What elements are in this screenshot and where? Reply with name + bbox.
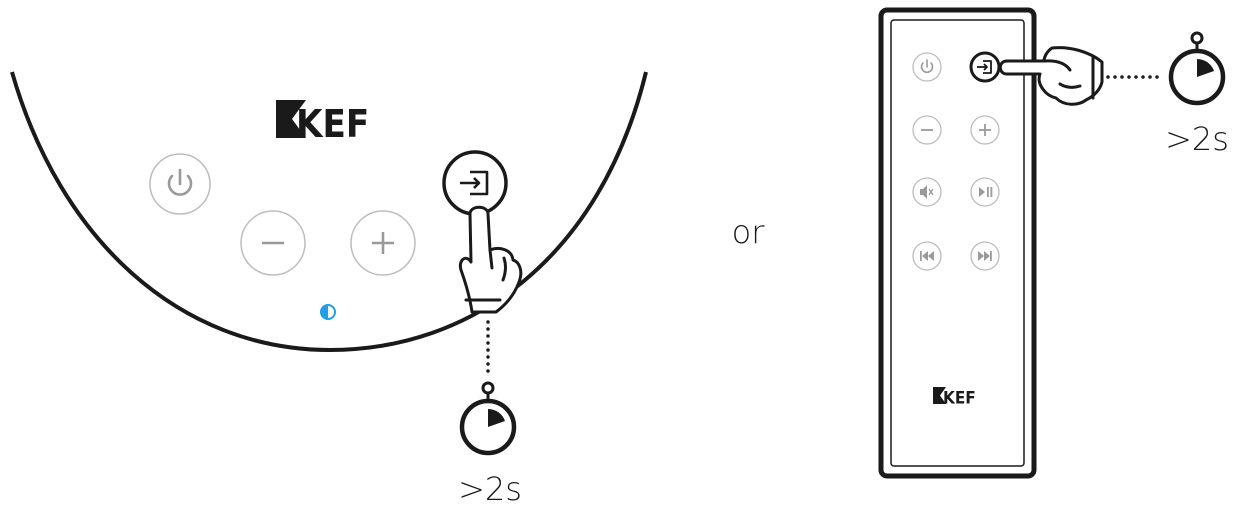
kef-logo: KEF: [276, 100, 369, 146]
play-pause-icon: [979, 187, 993, 197]
remote-play-pause-button[interactable]: [970, 177, 1000, 207]
remote-power-button[interactable]: [912, 52, 942, 82]
speaker-body-outline: [10, 71, 648, 353]
remote-control: KEF: [878, 7, 1037, 479]
power-icon: [167, 168, 193, 196]
hold-duration-label: >2s: [458, 470, 522, 508]
status-led: [320, 304, 336, 320]
remote-previous-button[interactable]: [912, 241, 942, 271]
pointing-hand-icon: [998, 46, 1104, 106]
volume-up-button[interactable]: [350, 210, 416, 276]
plus-icon: [372, 232, 394, 254]
remote-mute-button[interactable]: [912, 177, 942, 207]
source-button[interactable]: [442, 150, 508, 216]
remote-next-button[interactable]: [970, 241, 1000, 271]
stopwatch-icon: [1168, 31, 1226, 106]
remote-source-button[interactable]: [969, 51, 1001, 83]
previous-track-icon: [920, 251, 934, 261]
remote-kef-logo: KEF: [933, 387, 976, 409]
remote-volume-up-button[interactable]: [970, 115, 1000, 145]
source-input-icon: [977, 60, 992, 74]
half-circle-led-icon: [321, 305, 328, 319]
volume-down-button[interactable]: [240, 210, 306, 276]
or-separator: or: [732, 213, 766, 251]
kef-logo-text: KEF: [296, 102, 369, 146]
source-input-icon: [460, 170, 489, 196]
remote-kef-logo-text: KEF: [943, 389, 976, 409]
power-button[interactable]: [149, 153, 211, 215]
remote-volume-down-button[interactable]: [912, 115, 942, 145]
power-icon: [920, 59, 934, 74]
stopwatch-icon: [459, 381, 517, 456]
next-track-icon: [978, 251, 992, 261]
pointing-hand-icon: [458, 205, 523, 314]
mute-icon: [920, 185, 934, 199]
speaker-panel: KEF: [10, 71, 648, 508]
remote-hold-duration-label: >2s: [1165, 120, 1229, 158]
plus-icon: [979, 124, 991, 136]
